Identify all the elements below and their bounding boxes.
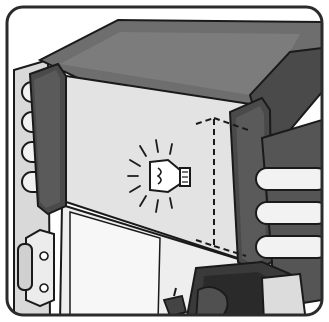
appliance-illustration <box>0 0 329 322</box>
illustration-frame <box>0 0 329 322</box>
scene <box>0 0 329 322</box>
